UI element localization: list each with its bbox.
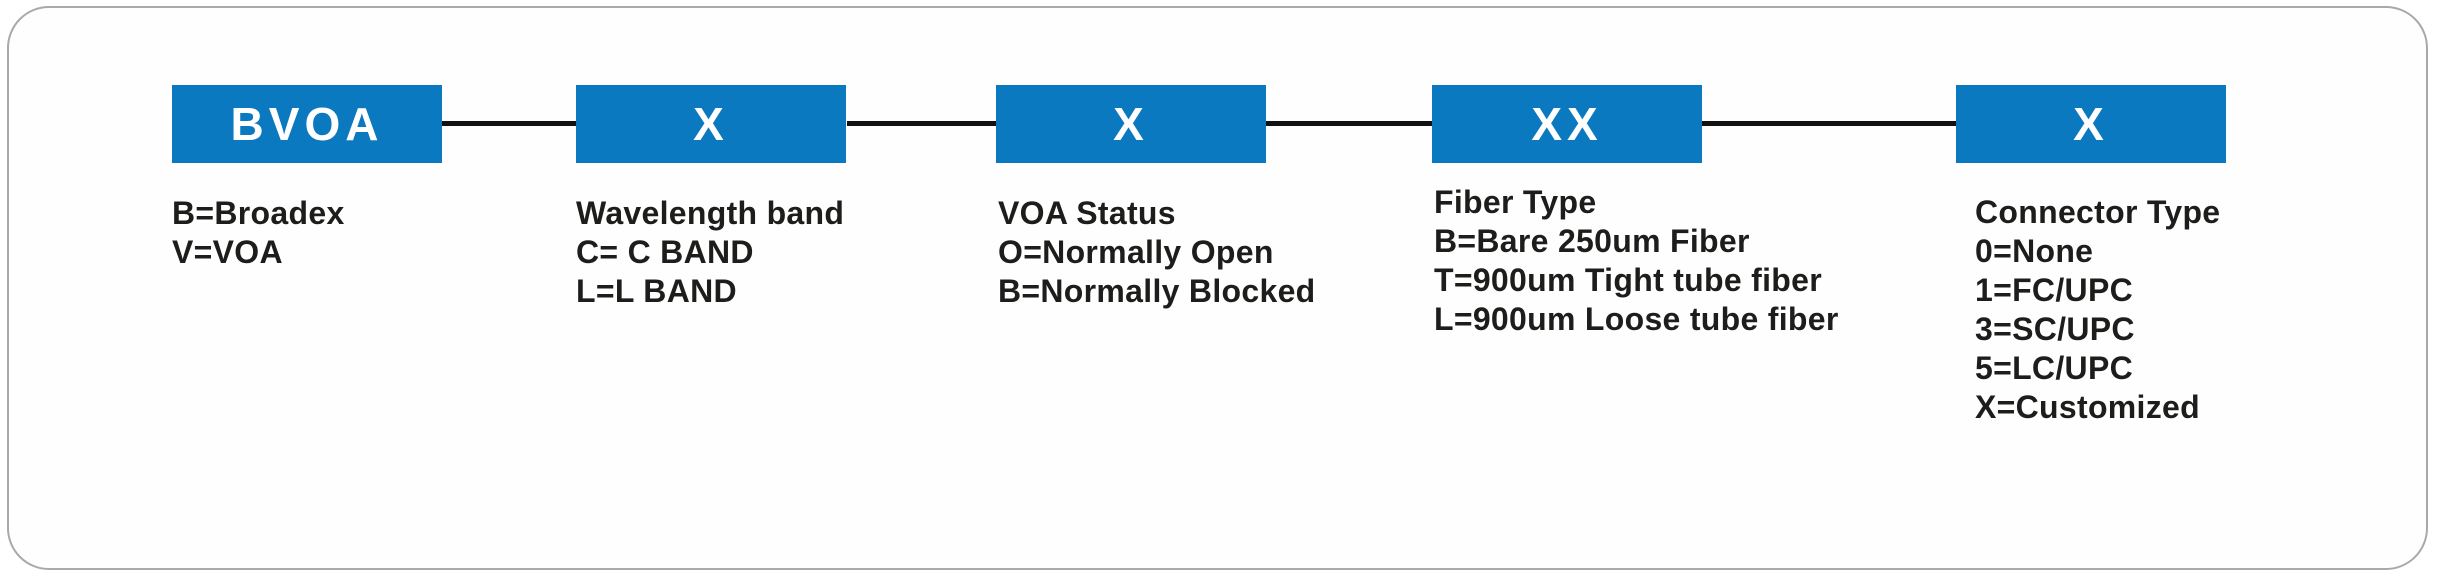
legend-line: B=Bare 250um Fiber	[1434, 223, 1750, 259]
segment-wavelength-band-legend: Wavelength band C= C BAND L=L BAND	[576, 194, 844, 311]
segment-prefix-legend: B=Broadex V=VOA	[172, 194, 345, 272]
legend-line: 3=SC/UPC	[1975, 311, 2135, 347]
code-box-voa-status: X	[996, 85, 1266, 163]
code-box-fiber-type: XX	[1432, 85, 1702, 163]
segment-connector-type-legend: Connector Type 0=None 1=FC/UPC 3=SC/UPC …	[1975, 193, 2220, 427]
legend-line: VOA Status	[998, 195, 1176, 231]
legend-line: V=VOA	[172, 234, 283, 270]
legend-line: B=Normally Blocked	[998, 273, 1316, 309]
code-box-connector-type: X	[1956, 85, 2226, 163]
code-box-fiber-type-label: XX	[1531, 98, 1603, 150]
legend-line: X=Customized	[1975, 389, 2200, 425]
connector-line-2	[847, 121, 996, 126]
legend-line: C= C BAND	[576, 234, 754, 270]
legend-line: Wavelength band	[576, 195, 845, 231]
legend-line: L=900um Loose tube fiber	[1434, 301, 1839, 337]
code-box-wavelength-band: X	[576, 85, 846, 163]
legend-line: L=L BAND	[576, 273, 737, 309]
legend-line: T=900um Tight tube fiber	[1434, 262, 1822, 298]
legend-line: Fiber Type	[1434, 184, 1597, 220]
code-box-prefix-label: BVOA	[230, 98, 384, 150]
connector-line-3	[1266, 121, 1432, 126]
legend-line: 1=FC/UPC	[1975, 272, 2133, 308]
segment-fiber-type-legend: Fiber Type B=Bare 250um Fiber T=900um Ti…	[1434, 183, 1839, 339]
legend-line: 5=LC/UPC	[1975, 350, 2133, 386]
code-box-voa-status-label: X	[1113, 98, 1149, 150]
connector-line-1	[442, 121, 576, 126]
legend-line: O=Normally Open	[998, 234, 1274, 270]
code-box-prefix: BVOA	[172, 85, 442, 163]
legend-line: 0=None	[1975, 233, 2094, 269]
code-box-connector-type-label: X	[2073, 98, 2109, 150]
legend-line: Connector Type	[1975, 194, 2221, 230]
segment-voa-status-legend: VOA Status O=Normally Open B=Normally Bl…	[998, 194, 1316, 311]
legend-line: B=Broadex	[172, 195, 345, 231]
connector-line-4	[1700, 121, 1956, 126]
code-box-wavelength-band-label: X	[693, 98, 729, 150]
